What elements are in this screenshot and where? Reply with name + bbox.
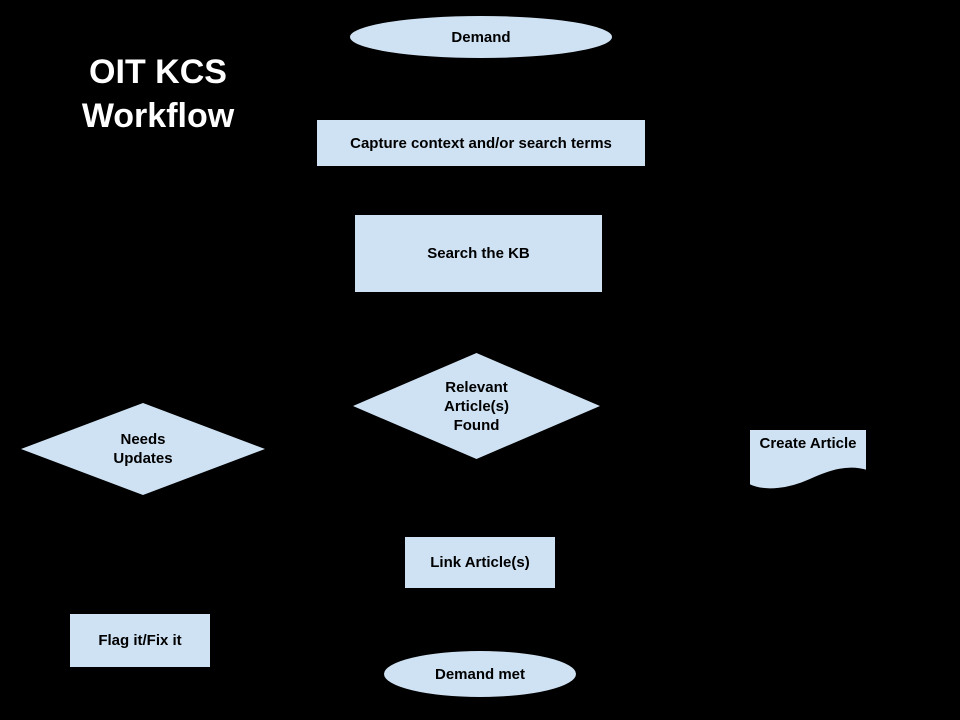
flow-node-create-article-line-1: Create bbox=[759, 435, 807, 452]
flow-node-flag-fix-label: Flag it/Fix it bbox=[98, 632, 182, 649]
flow-node-demand-met-label: Demand met bbox=[434, 665, 526, 683]
page-title-line-1: OIT KCS bbox=[89, 53, 227, 91]
flow-node-create-article: Create Article bbox=[748, 428, 868, 494]
flow-node-search-kb-label: Search the KB bbox=[427, 245, 530, 262]
flow-node-search-kb: Search the KB bbox=[355, 215, 602, 292]
page-title-line-2: Workflow bbox=[81, 97, 235, 135]
flow-node-relevant-line-2: Article(s) bbox=[443, 397, 510, 415]
flow-node-capture-context-label: Capture context and/or search terms bbox=[350, 134, 612, 152]
flow-node-flag-fix: Flag it/Fix it bbox=[70, 614, 210, 667]
flow-node-link-articles-label: Link Article(s) bbox=[430, 554, 530, 571]
flow-node-demand-met: Demand met bbox=[382, 649, 578, 699]
flow-node-needs-updates-line-2: Updates bbox=[113, 450, 173, 467]
flow-node-capture-context: Capture context and/or search terms bbox=[317, 120, 645, 166]
flow-node-create-article-line-2: Article bbox=[809, 435, 857, 452]
page-title: OIT KCS Workflow bbox=[38, 50, 278, 138]
flow-node-demand: Demand bbox=[348, 14, 614, 60]
document-shape bbox=[748, 428, 868, 491]
flow-node-create-article-label: Create Article bbox=[748, 434, 868, 453]
flow-node-needs-updates-line-1: Needs bbox=[120, 431, 166, 448]
flow-node-relevant-articles-found: Relevant Article(s) Found bbox=[353, 353, 600, 459]
flow-node-relevant-line-1: Relevant bbox=[445, 378, 508, 396]
flow-node-link-articles: Link Article(s) bbox=[405, 537, 555, 588]
flow-node-demand-label: Demand bbox=[451, 28, 511, 46]
flow-node-needs-updates: Needs Updates bbox=[21, 403, 265, 495]
flow-node-relevant-line-3: Found bbox=[453, 416, 500, 434]
